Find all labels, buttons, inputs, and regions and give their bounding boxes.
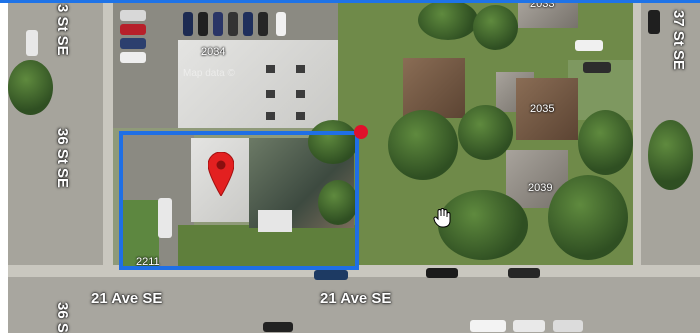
building-2034 bbox=[178, 40, 338, 128]
car bbox=[228, 12, 238, 36]
car bbox=[213, 12, 223, 36]
tree bbox=[318, 180, 358, 225]
building-number-2039: 2039 bbox=[528, 182, 553, 194]
car bbox=[26, 30, 38, 56]
car bbox=[120, 52, 146, 63]
car bbox=[120, 10, 146, 21]
car bbox=[183, 12, 193, 36]
car bbox=[120, 38, 146, 49]
sidewalk bbox=[633, 0, 641, 333]
street-label-36-st-bottom: 36 S bbox=[54, 302, 71, 333]
tree bbox=[8, 60, 53, 115]
car bbox=[513, 320, 545, 332]
tree bbox=[578, 110, 633, 175]
hand-cursor-icon bbox=[433, 208, 451, 233]
building-number-2033: 2033 bbox=[530, 0, 555, 10]
car bbox=[583, 62, 611, 73]
building-number-2034: 2034 bbox=[201, 46, 226, 58]
tree bbox=[418, 0, 478, 40]
tree bbox=[388, 110, 458, 180]
map-watermark: Map data © bbox=[183, 68, 235, 79]
tree bbox=[473, 5, 518, 50]
car bbox=[276, 12, 286, 36]
car bbox=[258, 12, 268, 36]
car bbox=[120, 24, 146, 35]
building-number-2211: 2211 bbox=[136, 256, 160, 268]
car bbox=[470, 320, 506, 332]
map-pin-icon[interactable] bbox=[207, 151, 235, 201]
building-number-2035: 2035 bbox=[530, 103, 555, 115]
street-label-21-ave-left: 21 Ave SE bbox=[91, 290, 163, 307]
street-label-36-st: 36 St SE bbox=[54, 128, 71, 189]
tree bbox=[308, 120, 358, 164]
car bbox=[263, 322, 293, 332]
selection-rectangle[interactable] bbox=[119, 131, 359, 270]
tree bbox=[548, 175, 628, 260]
vehicle bbox=[158, 198, 172, 238]
top-border bbox=[0, 0, 700, 3]
car bbox=[243, 12, 253, 36]
car bbox=[314, 270, 348, 280]
street-label-37-st: 37 St SE bbox=[670, 10, 687, 71]
house-2035 bbox=[516, 78, 578, 140]
lot-yard bbox=[178, 225, 358, 270]
car bbox=[553, 320, 583, 332]
selection-resize-handle[interactable] bbox=[354, 125, 368, 139]
satellite-map[interactable]: 2034 2035 2039 2033 2211 3 St SE 36 St S… bbox=[8, 0, 700, 333]
tree bbox=[648, 120, 693, 190]
street-label-3-st: 3 St SE bbox=[54, 4, 71, 56]
car bbox=[508, 268, 540, 278]
shed bbox=[258, 210, 292, 232]
tree bbox=[458, 105, 513, 160]
lot-grass bbox=[119, 200, 159, 270]
road-21-ave bbox=[8, 277, 700, 333]
car bbox=[575, 40, 603, 51]
house bbox=[403, 58, 465, 118]
sidewalk bbox=[103, 0, 113, 333]
street-label-21-ave-center: 21 Ave SE bbox=[320, 290, 392, 307]
car bbox=[648, 10, 660, 34]
house-2033 bbox=[518, 0, 578, 28]
car bbox=[426, 268, 458, 278]
tree bbox=[438, 190, 528, 260]
car bbox=[198, 12, 208, 36]
